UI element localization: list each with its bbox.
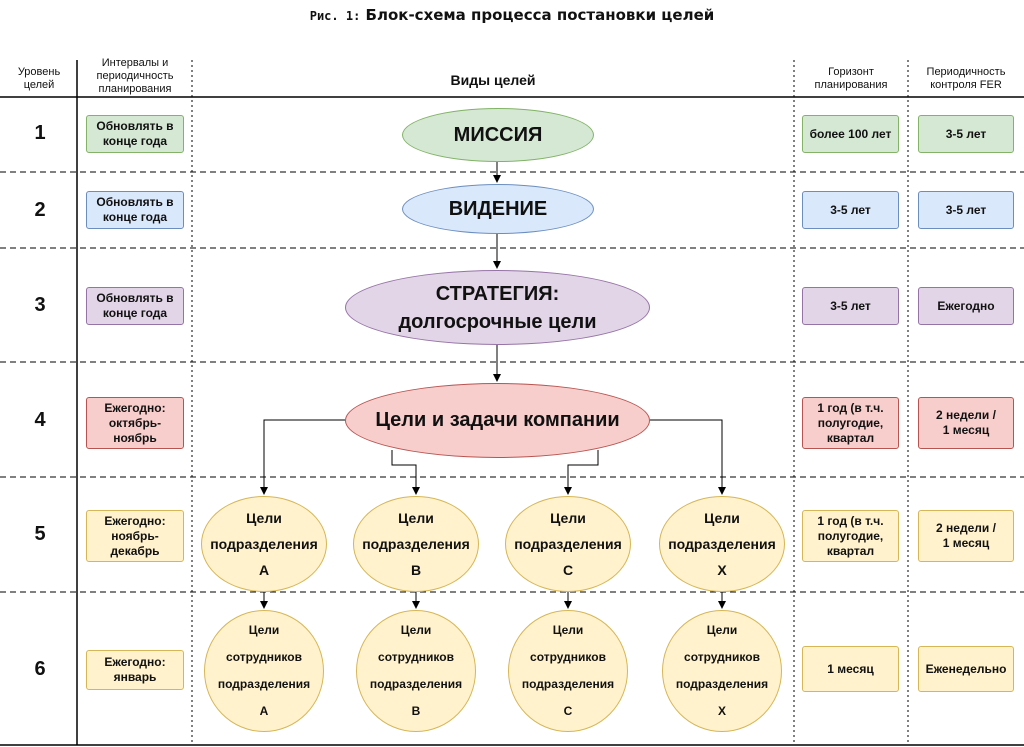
emp-line3: подразделения — [217, 677, 311, 691]
dept-unit: Х — [717, 562, 727, 578]
connectors — [260, 162, 726, 609]
interval-box: Обновлять в конце года — [86, 191, 184, 229]
emp-line3: подразделения — [521, 677, 615, 691]
emp-unit: В — [411, 704, 421, 718]
emp-line1: Цели — [248, 623, 280, 637]
arrow-company-dept-c — [564, 450, 599, 495]
level-number: 3 — [34, 294, 46, 316]
emp-unit: А — [259, 704, 269, 718]
emp-unit: С — [563, 704, 573, 718]
horizon-box: 1 год (в т.ч. полугодие, квартал — [802, 510, 899, 562]
header-goal-types: Виды целей — [450, 72, 536, 88]
level-number: 6 — [34, 658, 46, 680]
emp-line2: сотрудников — [684, 650, 760, 664]
level-number: 5 — [34, 523, 46, 545]
dept-line1: Цели — [550, 510, 586, 526]
emp-unit: Х — [717, 704, 726, 718]
node-dept-goals: Цели подразделения Х — [659, 496, 785, 592]
interval-box: Обновлять в конце года — [86, 115, 184, 153]
node-dept-goals: Цели подразделения С — [505, 496, 631, 592]
emp-line2: сотрудников — [226, 650, 302, 664]
interval-box: Ежегодно: ноябрь- декабрь — [86, 510, 184, 562]
dept-line2: подразделения — [514, 536, 622, 552]
level-number: 2 — [34, 199, 46, 221]
dept-unit: А — [258, 562, 270, 578]
interval-box: Обновлять в конце года — [86, 287, 184, 325]
arrow-company-dept-b — [391, 450, 420, 495]
grid-lines — [0, 60, 1024, 746]
dept-line2: подразделения — [668, 536, 776, 552]
control-box: 3-5 лет — [918, 115, 1014, 153]
dept-line1: Цели — [246, 510, 282, 526]
dept-unit: С — [562, 562, 574, 578]
node-vision: ВИДЕНИЕ — [402, 184, 594, 234]
horizon-box: 1 год (в т.ч. полугодие, квартал — [802, 397, 899, 449]
control-box: Ежегодно — [918, 287, 1014, 325]
title-prefix: Рис. 1: — [309, 9, 361, 23]
node-mission: МИССИЯ — [402, 108, 594, 162]
emp-line2: сотрудников — [530, 650, 606, 664]
level-number: 4 — [34, 409, 46, 431]
dept-line1: Цели — [398, 510, 434, 526]
control-box: Еженедельно — [918, 646, 1014, 692]
title-text: Блок-схема процесса постановки целей — [365, 6, 715, 24]
header-control: Периодичность контроля FER — [926, 66, 1006, 91]
interval-box: Ежегодно: январь — [86, 650, 184, 690]
node-strategy: СТРАТЕГИЯ: долгосрочные цели — [345, 270, 650, 345]
control-box: 3-5 лет — [918, 191, 1014, 229]
emp-line1: Цели — [552, 623, 584, 637]
arrow-company-dept-x — [650, 419, 726, 495]
node-employee-goals: Цели сотрудников подразделения Х — [662, 610, 782, 732]
dept-line1: Цели — [704, 510, 740, 526]
node-employee-goals: Цели сотрудников подразделения С — [508, 610, 628, 732]
node-employee-goals: Цели сотрудников подразделения А — [204, 610, 324, 732]
emp-line2: сотрудников — [378, 650, 454, 664]
arrow-company-dept-a — [260, 419, 345, 495]
header-horizon: Горизонт планирования — [814, 66, 888, 91]
horizon-box: более 100 лет — [802, 115, 899, 153]
node-dept-goals: Цели подразделения В — [353, 496, 479, 592]
node-dept-goals: Цели подразделения А — [201, 496, 327, 592]
dept-line2: подразделения — [210, 536, 318, 552]
horizon-box: 1 месяц — [802, 646, 899, 692]
control-box: 2 недели / 1 месяц — [918, 510, 1014, 562]
emp-line3: подразделения — [675, 677, 769, 691]
emp-line3: подразделения — [369, 677, 463, 691]
page-title: Рис. 1: Блок-схема процесса постановки ц… — [0, 6, 1024, 24]
control-box: 2 недели / 1 месяц — [918, 397, 1014, 449]
level-number: 1 — [34, 122, 46, 144]
emp-line1: Цели — [706, 623, 738, 637]
emp-line1: Цели — [400, 623, 432, 637]
header-intervals: Интервалы и периодичность планирования — [96, 57, 174, 95]
dept-unit: В — [410, 562, 422, 578]
dept-line2: подразделения — [362, 536, 470, 552]
header-level: Уровень целей — [17, 66, 61, 91]
node-employee-goals: Цели сотрудников подразделения В — [356, 610, 476, 732]
node-company-goals: Цели и задачи компании — [345, 383, 650, 458]
horizon-box: 3-5 лет — [802, 287, 899, 325]
horizon-box: 3-5 лет — [802, 191, 899, 229]
interval-box: Ежегодно: октябрь- ноябрь — [86, 397, 184, 449]
